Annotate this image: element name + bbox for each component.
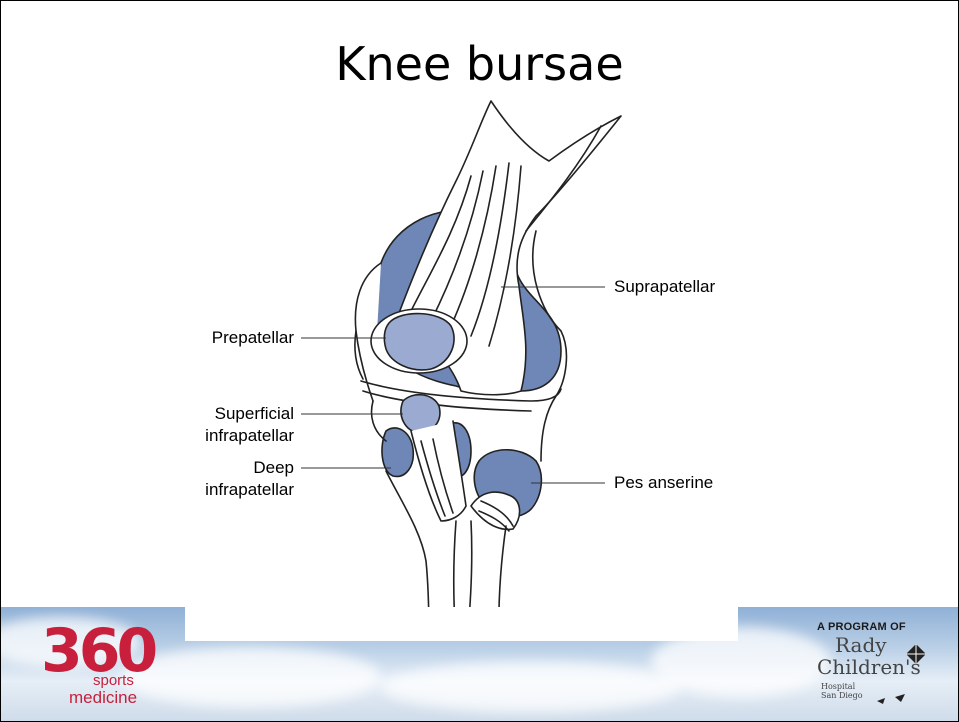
logo-medicine-text: medicine — [69, 689, 137, 706]
label-pes-anserine: Pes anserine — [614, 472, 713, 494]
label-superficial-line1: Superficial — [151, 403, 294, 425]
label-deep-line1: Deep — [151, 457, 294, 479]
childrens-text: Children's — [817, 657, 921, 677]
rady-childrens-logo: A PROGRAM OF Rady Children's Hospital Sa… — [813, 621, 953, 716]
label-superficial-infrapatellar: Superficial infrapatellar — [151, 403, 294, 447]
rady-text: Rady — [835, 635, 887, 655]
label-deep-infrapatellar: Deep infrapatellar — [151, 457, 294, 501]
bird-icon — [875, 693, 909, 707]
hospital-text: Hospital San Diego — [821, 683, 863, 701]
logo-sports-text: sports — [93, 673, 134, 688]
360-sports-medicine-logo: 360 sports medicine — [41, 621, 171, 716]
footer-white-tab — [185, 607, 738, 641]
label-prepatellar: Prepatellar — [151, 327, 294, 349]
deep-infrapatellar-bursa — [382, 428, 413, 477]
label-suprapatellar: Suprapatellar — [614, 276, 715, 298]
prepatellar-bursa — [384, 314, 454, 370]
label-deep-line2: infrapatellar — [151, 479, 294, 501]
label-superficial-line2: infrapatellar — [151, 425, 294, 447]
program-of-text: A PROGRAM OF — [817, 621, 906, 633]
hospital-line2: San Diego — [821, 692, 863, 701]
